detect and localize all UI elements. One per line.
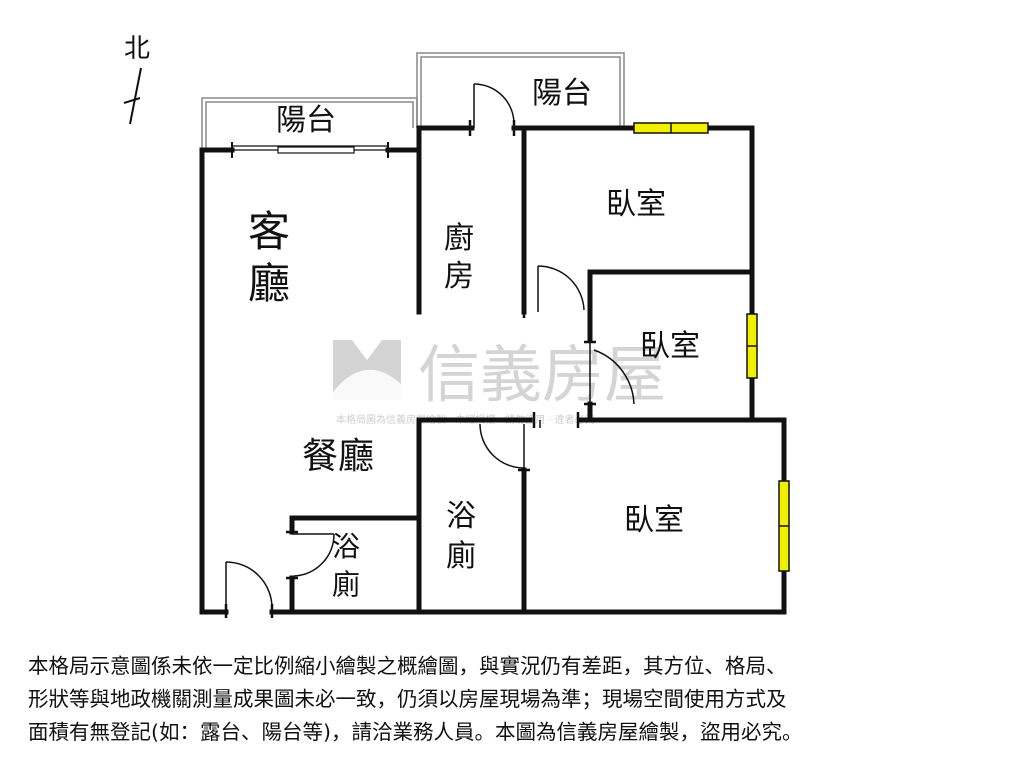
- watermark-brand: 信義房屋: [418, 338, 666, 411]
- label-bath-center-2: 廁: [446, 539, 476, 574]
- disclaimer: 本格局示意圖係未依一定比例縮小繪製之概繪圖，與實況仍有差距，其方位、格局、 形狀…: [28, 650, 1003, 749]
- balcony-sliding-door: [231, 142, 389, 158]
- compass: 北: [123, 34, 150, 125]
- compass-arrow-icon: [129, 67, 142, 125]
- floor-plan: 信義房屋 本格局圖為信義房屋繪製 · 未經授權 · 請勿盜用 · 違者必究 北: [123, 34, 790, 618]
- label-kitchen-1: 廚: [444, 221, 474, 256]
- label-bedroom-top: 臥室: [606, 187, 666, 222]
- label-balcony-left: 陽台: [276, 103, 336, 138]
- label-dining: 餐廳: [302, 436, 374, 477]
- label-kitchen-2: 房: [444, 259, 474, 294]
- windows: [633, 122, 790, 572]
- balcony-outlines: [201, 52, 625, 150]
- label-living-1: 客: [248, 207, 290, 256]
- disclaimer-line-2: 形狀等與地政機關測量成果圖未必一致，仍須以房屋現場為準；現場空間使用方式及: [28, 687, 787, 711]
- room-labels: 陽台 陽台 客 廳 廚 房 臥室 臥室 臥室 餐廳 浴 廁 浴 廁: [248, 76, 700, 601]
- compass-label: 北: [124, 34, 150, 64]
- label-bath-left-1: 浴: [332, 530, 360, 563]
- watermark: 信義房屋 本格局圖為信義房屋繪製 · 未經授權 · 請勿盜用 · 違者必究: [333, 338, 666, 426]
- label-balcony-right: 陽台: [532, 76, 592, 111]
- label-bedroom-mid: 臥室: [640, 329, 700, 364]
- label-living-2: 廳: [248, 259, 290, 308]
- watermark-logo-icon: [333, 340, 401, 400]
- disclaimer-line-1: 本格局示意圖係未依一定比例縮小繪製之概繪圖，與實況仍有差距，其方位、格局、: [28, 654, 787, 678]
- label-bedroom-bottom: 臥室: [624, 503, 684, 538]
- label-bath-left-2: 廁: [332, 568, 360, 601]
- label-bath-center-1: 浴: [446, 499, 476, 534]
- disclaimer-line-3: 面積有無登記(如：露台、陽台等)，請洽業務人員。本圖為信義房屋繪製，盜用必究。: [28, 720, 803, 744]
- door-swings: [224, 83, 635, 618]
